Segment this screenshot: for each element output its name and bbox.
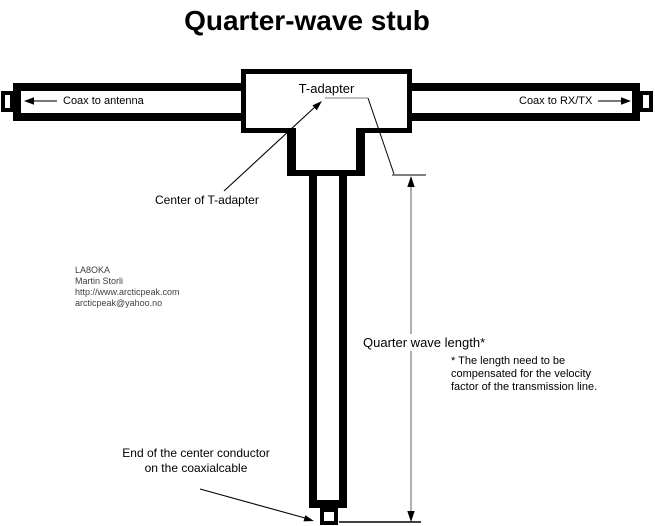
right-coax-label: Coax to RX/TX (519, 95, 593, 107)
page-title: Quarter-wave stub (184, 5, 430, 36)
t-adapter-label: T-adapter (298, 81, 355, 96)
dimension-arrow-down-icon (407, 511, 415, 522)
velocity-factor-footnote: * The length need to be compensated for … (451, 355, 597, 394)
end-of-conductor-label: End of the center conductor on the coaxi… (106, 446, 286, 476)
end-label-line-1: End of the center conductor (122, 446, 270, 460)
left-coax-bar-interior (21, 91, 243, 113)
right-coax-bar-interior (412, 91, 632, 113)
left-coax-connector (1, 91, 14, 112)
footnote-line-2: compensated for the velocity (451, 368, 592, 380)
tube-bottom-cap (309, 500, 347, 508)
stub-left-wall (287, 128, 296, 176)
quarter-wave-length-label: Quarter wave length* (363, 334, 489, 351)
t-adapter-stub-opening (296, 126, 356, 134)
stub-right-wall (356, 128, 365, 176)
author-email: arcticpeak@yahoo.no (75, 298, 163, 308)
left-coax-label: Coax to antenna (63, 95, 144, 107)
dimension-arrow-up-icon (407, 176, 415, 187)
author-name: Martin Storli (75, 276, 124, 286)
footnote-line-1: * The length need to be (451, 355, 566, 367)
tube-left-wall (309, 176, 317, 500)
footnote-line-3: factor of the transmission line. (451, 381, 598, 393)
end-label-line-2: on the coaxialcable (144, 461, 248, 475)
author-callsign: LA8OKA (75, 265, 111, 275)
tube-right-wall (339, 176, 347, 500)
t-adapter-box: T-adapter (241, 69, 412, 133)
author-website: http://www.arcticpeak.com (75, 287, 180, 297)
end-arrow-icon (303, 515, 314, 522)
right-coax-connector (639, 91, 653, 112)
center-of-t-adapter-label: Center of T-adapter (155, 193, 259, 207)
end-arrow-shaft (199, 488, 306, 519)
author-info: LA8OKA Martin Storli http://www.arcticpe… (75, 265, 180, 309)
stub-bottom-edge (287, 170, 365, 176)
tube-end-connector (320, 508, 338, 525)
